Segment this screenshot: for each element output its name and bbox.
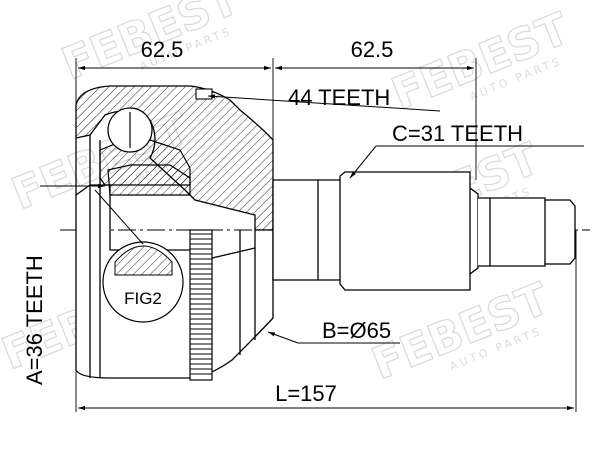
- ball-cage: [99, 107, 191, 196]
- abs-diameter-callout: B=Ø65: [267, 318, 400, 344]
- fig2-label: FIG2: [124, 289, 162, 308]
- outer-teeth-label: 44 TEETH: [288, 85, 390, 110]
- dimension-total: L=157: [78, 381, 574, 411]
- inner-teeth-label: A=36 TEETH: [22, 255, 47, 385]
- abs-diameter-label: B=Ø65: [322, 318, 391, 343]
- outer-teeth-callout: 44 TEETH: [207, 85, 441, 112]
- fig2-detail: FIG2: [94, 189, 184, 323]
- inner-teeth-callout: A=36 TEETH: [22, 183, 105, 385]
- shaft-teeth-callout: C=31 TEETH: [349, 121, 584, 179]
- left-length-label: 62.5: [141, 37, 184, 62]
- abs-ring: [189, 229, 213, 381]
- right-length-label: 62.5: [351, 37, 394, 62]
- shaft-teeth-label: C=31 TEETH: [392, 121, 523, 146]
- total-length-label: L=157: [275, 381, 337, 406]
- stub-shaft: [272, 171, 576, 291]
- ring-notch: [195, 88, 213, 100]
- outer-housing: [75, 85, 274, 379]
- dimension-top: 62.5 62.5: [78, 37, 474, 71]
